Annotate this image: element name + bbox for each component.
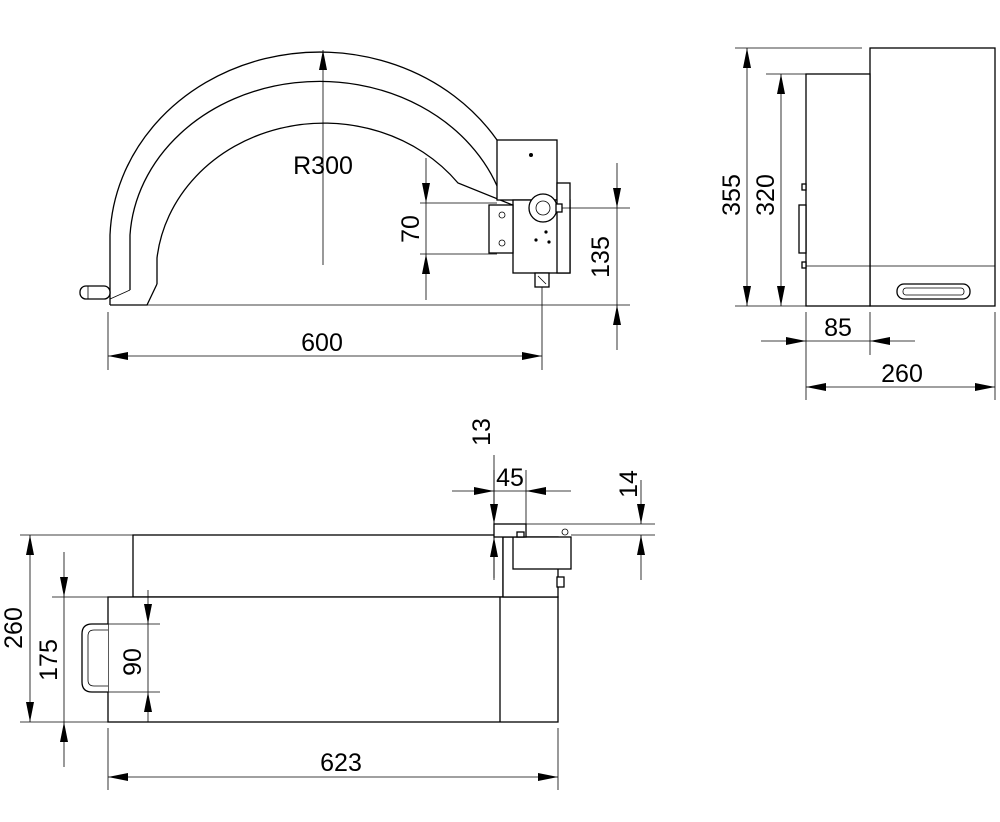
mount-bracket: [488, 204, 514, 254]
gland-line: [537, 275, 547, 285]
block-dot-2: [544, 230, 548, 234]
dim-320-label: 320: [752, 174, 780, 216]
dim-70-label: 70: [397, 215, 425, 243]
side-pin-top: [556, 576, 565, 588]
dim-85-label: 85: [824, 314, 852, 342]
dim-45-label: 45: [496, 464, 524, 492]
pivot-screw: [555, 203, 563, 213]
pivot-inner: [535, 200, 551, 216]
end-pin-top: [801, 183, 807, 191]
end-handle: [896, 283, 971, 300]
end-side-panel: [805, 73, 871, 307]
mount-side-plate: [556, 182, 571, 274]
guard-inner-arc: [156, 122, 521, 284]
end-pin-bottom: [801, 261, 807, 269]
block-dot-1: [534, 238, 538, 242]
end-handle-inner: [902, 287, 965, 296]
top-view: 13 45 14 260 175 90 623: [0, 418, 655, 790]
dim-600-label: 600: [301, 329, 343, 357]
mount-block-upper: [496, 139, 558, 201]
end-latch: [798, 204, 807, 254]
dim-14-label: 14: [615, 470, 643, 498]
guard-middle-arc: [129, 80, 521, 290]
mount-cap-pin: [516, 531, 525, 538]
pivot-housing-top: [512, 536, 572, 570]
dim-13-label: 13: [468, 418, 496, 446]
dim-135-label: 135: [587, 236, 615, 278]
dim-623-label: 623: [320, 749, 362, 777]
top-handle-inner: [87, 629, 108, 687]
dim-355-label: 355: [718, 174, 746, 216]
guard-top-section: [132, 534, 504, 598]
dim-175-label: 175: [35, 639, 63, 681]
side-view: R300 70 135 600: [79, 50, 630, 370]
guard-outer-arc: [109, 51, 521, 305]
bracket-bolt-top: [498, 211, 506, 219]
top-handle: [81, 623, 108, 693]
side-handle: [79, 285, 111, 300]
block-dot-3: [547, 240, 551, 244]
dim-260-label: 260: [0, 607, 28, 649]
end-housing: [869, 47, 996, 307]
mount-hole: [529, 153, 533, 157]
radius-label: R300: [293, 152, 353, 180]
guard-bottom-edge: [110, 283, 158, 306]
end-view: 355 320 85 260: [718, 47, 996, 400]
dim-260-label: 260: [881, 360, 923, 388]
bracket-bolt-bottom: [498, 239, 506, 247]
main-housing: [107, 596, 559, 723]
top-pin: [561, 528, 569, 536]
guard-foot-line: [109, 289, 131, 300]
dim-90-label: 90: [119, 648, 147, 676]
pivot-outer: [528, 193, 558, 223]
